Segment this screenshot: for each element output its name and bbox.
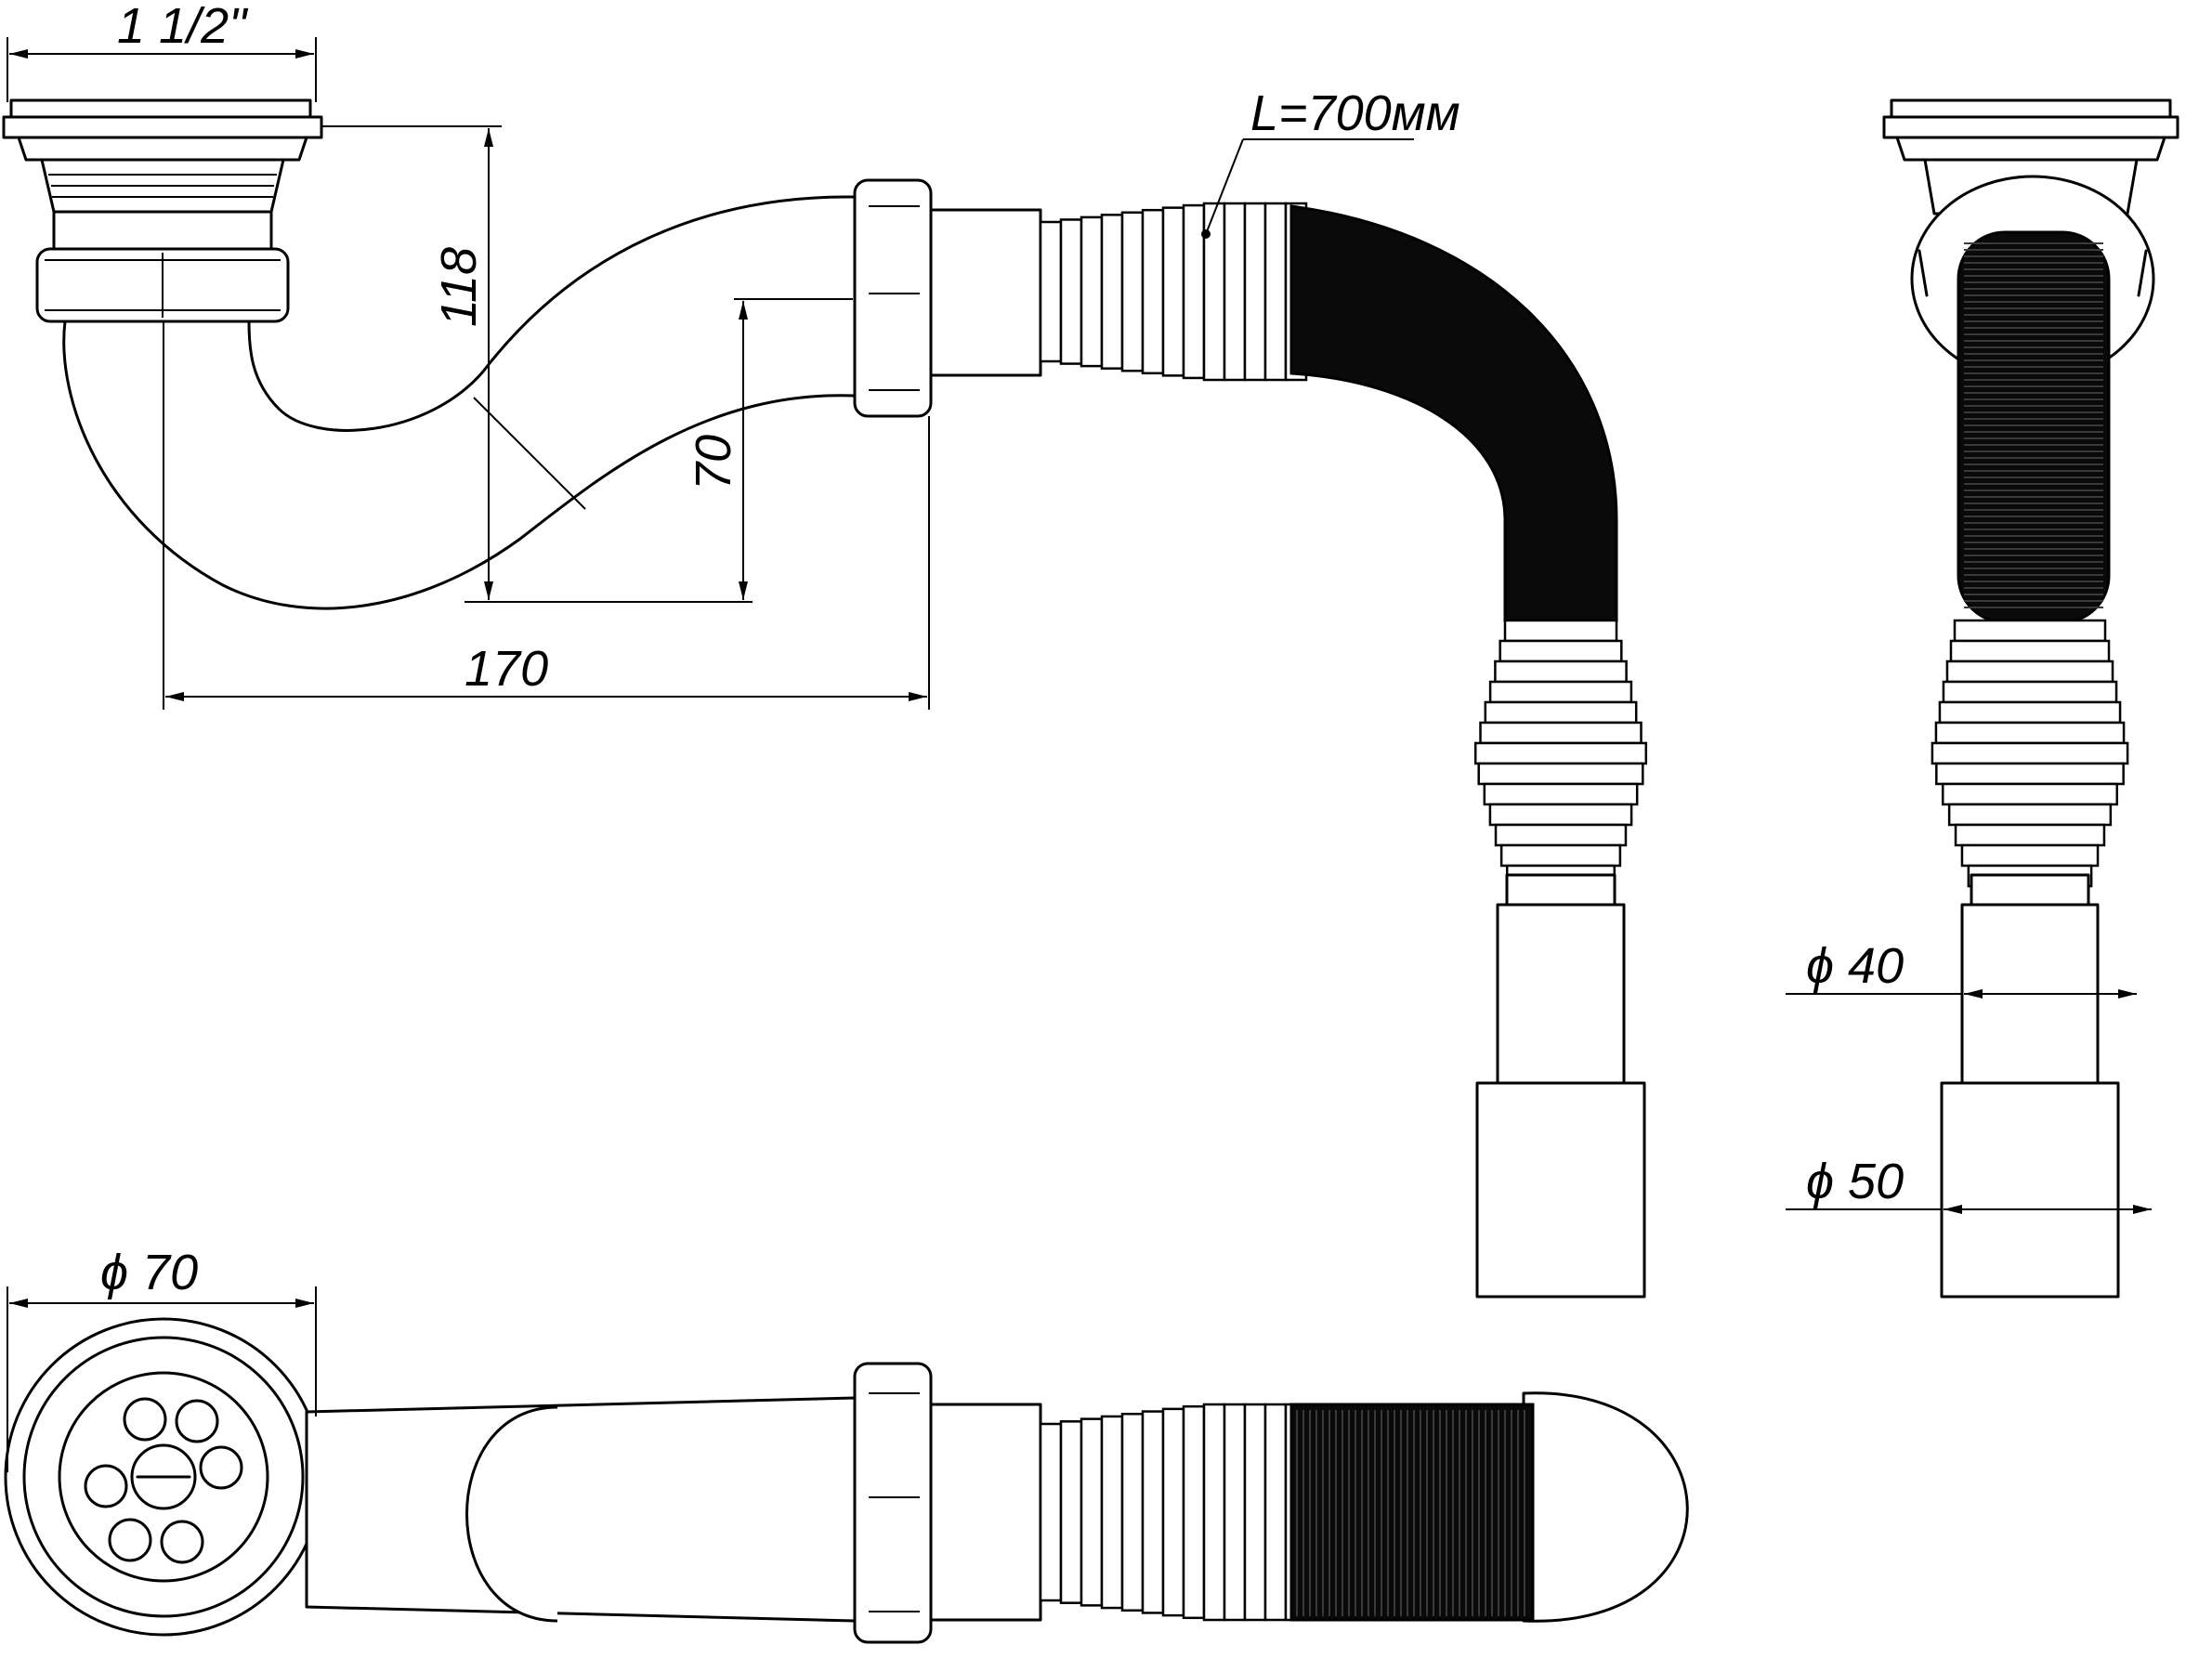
corrugation-rib: [1960, 843, 2100, 868]
outlet-coupling: [853, 178, 1042, 418]
corrugation-rib: [1263, 202, 1288, 382]
dim-height-total: 118: [431, 247, 487, 327]
corrugation-rib: [1223, 1403, 1247, 1622]
corrugation-rib: [1479, 721, 1643, 745]
corrugation-rib: [1949, 639, 2111, 663]
corrugation-rib: [1120, 211, 1145, 372]
corrugation-rib: [1141, 1410, 1165, 1614]
corrugation-rib: [1080, 215, 1104, 368]
corrugation-rib: [1120, 1412, 1145, 1612]
trap-front-view: [2, 98, 857, 610]
dim-thread: 1 1/2": [117, 0, 249, 54]
corrugation-rib: [1941, 782, 2119, 806]
corrugation-rib: [1484, 700, 1638, 725]
corrugation-rib: [1161, 1407, 1185, 1617]
side-hose: [1957, 230, 2111, 624]
dim-dia-70: ϕ 70: [100, 1245, 198, 1300]
corrugation-rib: [1953, 619, 2107, 643]
corrugation-rib: [1934, 721, 2126, 745]
corrugation-rib: [1182, 203, 1206, 380]
corrugation-rib: [1945, 659, 2114, 684]
corrugation-rib: [1494, 659, 1628, 684]
side-view: [1882, 98, 2179, 1299]
outlet-50: [1475, 1081, 1646, 1299]
corrugation-rib: [1202, 1403, 1226, 1622]
corrugation-rib: [1039, 1422, 1063, 1602]
corrugation-rib: [1488, 680, 1633, 704]
dim-height-outlet: 70: [686, 435, 741, 490]
corrugation-rib: [1039, 220, 1063, 363]
flex-hose-front: [1039, 202, 1648, 1299]
corrugation-rib: [1477, 762, 1644, 786]
corrugation-rib: [1473, 741, 1648, 765]
dim-dia-40: ϕ 40: [1806, 938, 1904, 994]
top-view: [4, 1317, 1689, 1644]
outlet-40: [1496, 903, 1626, 1085]
corrugation-rib: [1931, 741, 2129, 765]
corrugation-rib: [1938, 700, 2122, 725]
corrugation-rib: [1059, 218, 1083, 365]
corrugation-rib: [1080, 1417, 1104, 1607]
corrugation-rib: [1954, 823, 2106, 847]
corrugation-rib: [1243, 1403, 1267, 1622]
corrugation-rib: [1263, 1403, 1288, 1622]
corrugation-rib: [1100, 1415, 1124, 1610]
corrugation-rib: [1141, 208, 1165, 375]
corrugation-rib: [1488, 803, 1633, 827]
corrugation-rib: [1243, 202, 1267, 382]
corrugation-rib: [1499, 639, 1623, 663]
corrugation-rib: [1499, 843, 1622, 868]
corrugation-rib: [1059, 1420, 1083, 1604]
corrugation-rib: [1942, 680, 2118, 704]
corrugation-rib: [1182, 1404, 1206, 1620]
corrugation-rib: [1947, 803, 2113, 827]
corrugation-rib: [1494, 823, 1628, 847]
s-trap-body: [62, 195, 857, 610]
dim-hose-length: L=700мм: [1250, 85, 1460, 141]
corrugation-rib: [1161, 206, 1185, 377]
dim-dia-50: ϕ 50: [1806, 1154, 1904, 1209]
dimensions: 1 1/2" 118 70 170 L=700мм ϕ 40 ϕ 50 ϕ 70: [7, 0, 2152, 1472]
sink-flange: [9, 98, 312, 119]
corrugated-hose-icon: [1289, 204, 1618, 622]
corrugation-rib: [1483, 782, 1639, 806]
corrugation-rib: [1100, 214, 1124, 370]
dim-length: 170: [465, 641, 548, 697]
corrugation-rib: [1223, 202, 1247, 382]
corrugation-rib: [1503, 619, 1618, 643]
corrugation-rib: [1935, 762, 2125, 786]
